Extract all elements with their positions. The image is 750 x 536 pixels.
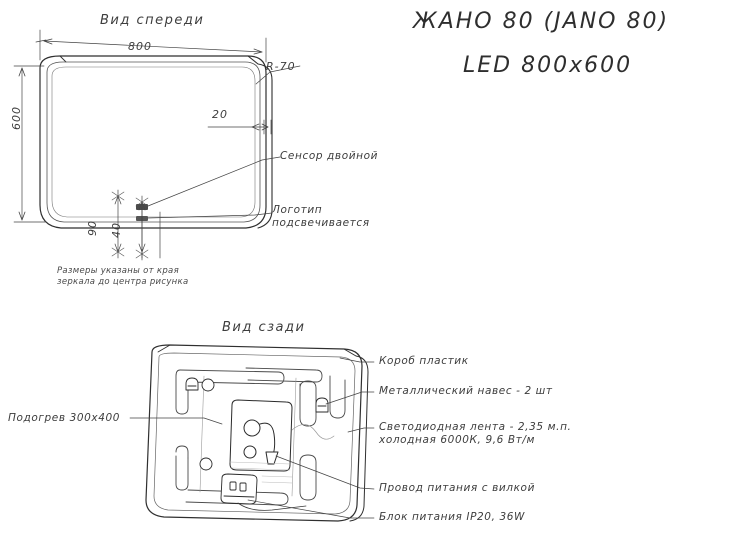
rear-view-label: Вид сзади bbox=[222, 320, 306, 335]
heating-pad bbox=[199, 375, 297, 497]
dim-sensor-offset-label: 40 bbox=[110, 222, 123, 238]
mount-bracket-right bbox=[315, 397, 329, 413]
leader-logo bbox=[147, 212, 273, 219]
callout-metal-bracket: Металлический навес - 2 шт bbox=[379, 385, 553, 397]
callout-sensor: Сенсор двойной bbox=[280, 150, 379, 162]
leader-20 bbox=[207, 119, 272, 135]
callout-logo: Логотип подсвечивается bbox=[272, 204, 370, 230]
callout-plastic-box: Короб пластик bbox=[379, 355, 469, 367]
fixture-circles bbox=[199, 378, 215, 471]
front-mirror-outline bbox=[39, 55, 273, 229]
rear-leaders bbox=[129, 357, 375, 519]
page-title-line1: ЖАНО 80 (JANO 80) bbox=[413, 9, 670, 34]
dim-40 bbox=[138, 195, 161, 261]
power-cable bbox=[237, 502, 307, 511]
dim-logo-offset-label: 90 bbox=[86, 220, 99, 236]
dim-frame-offset-label: 20 bbox=[212, 108, 228, 121]
dim-radius-label: R-70 bbox=[266, 60, 296, 73]
rear-panel-outline bbox=[145, 344, 369, 522]
page-title-line2: LED 800x600 bbox=[463, 53, 633, 78]
front-view-label: Вид спереди bbox=[100, 13, 205, 28]
junction-box bbox=[229, 399, 293, 472]
front-mirror-led-border bbox=[46, 61, 261, 223]
callout-led-strip: Светодиодная лента - 2,35 м.п. холодная … bbox=[379, 421, 572, 447]
mount-bracket-top-left bbox=[185, 377, 199, 391]
leader-r70 bbox=[255, 65, 301, 85]
wire-routing bbox=[291, 424, 335, 440]
leader-sensor bbox=[147, 156, 281, 207]
dim-height-label: 600 bbox=[10, 106, 23, 130]
callout-power-supply: Блок питания IP20, 36W bbox=[379, 511, 526, 523]
led-strip-channels bbox=[175, 367, 346, 506]
power-supply-unit bbox=[220, 473, 258, 505]
callout-power-cable: Провод питания с вилкой bbox=[379, 482, 536, 494]
dim-height-600 bbox=[13, 65, 47, 223]
callout-heating: Подогрев 300х400 bbox=[8, 412, 121, 424]
front-view-note: Размеры указаны от края зеркала до центр… bbox=[57, 266, 189, 288]
dim-width-label: 800 bbox=[128, 40, 152, 53]
dim-width-800 bbox=[35, 29, 267, 63]
